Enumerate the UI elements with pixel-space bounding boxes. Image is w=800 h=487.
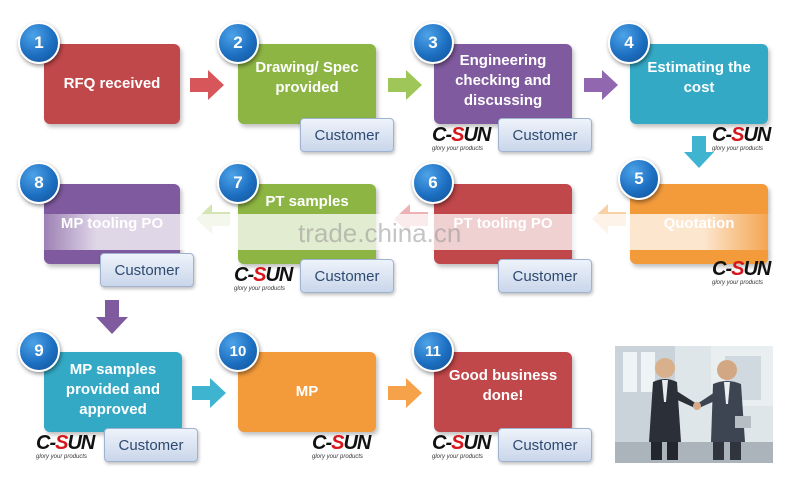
- step-9-box: MP samples provided and approved: [44, 352, 182, 432]
- step-2-line-1: Drawing/ Spec: [255, 59, 359, 76]
- step-6-number: 6: [412, 162, 454, 204]
- step-4-line-2: cost: [683, 79, 715, 96]
- step-2-box: Drawing/ Spec provided: [238, 44, 376, 124]
- step-8-number: 8: [18, 162, 60, 204]
- step-11-line-1: Good business: [448, 367, 558, 384]
- step-10-box: MP: [238, 352, 376, 432]
- step-3-line-2: checking and: [455, 72, 551, 89]
- step-3-number: 3: [412, 22, 454, 64]
- step-7-customer-tag: Customer: [300, 259, 394, 293]
- arrow-right-10-11: [388, 378, 422, 408]
- step-1-box: RFQ received: [44, 44, 180, 124]
- arrow-right-3-4: [584, 70, 618, 100]
- step-10-number: 10: [217, 330, 259, 372]
- step-9-number: 9: [18, 330, 60, 372]
- arrow-left-7-8: [196, 204, 230, 234]
- arrow-right-2-3: [388, 70, 422, 100]
- step-11-box: Good business done!: [434, 352, 572, 432]
- step-6-customer-tag: Customer: [498, 259, 592, 293]
- step-7-line-1: PT samples: [265, 193, 349, 210]
- step-7-csun-logo: C-SUN glory your products: [234, 264, 293, 292]
- step-4-line-1: Estimating the: [647, 59, 751, 76]
- step-9-csun-logo: C-SUN glory your products: [36, 432, 95, 460]
- watermark-text: trade.china.cn: [298, 218, 462, 248]
- step-9-line-1: MP samples: [69, 361, 157, 378]
- arrow-right-1-2: [190, 70, 224, 100]
- step-11-csun-logo: C-SUN glory your products: [432, 432, 491, 460]
- step-8-customer-tag: Customer: [100, 253, 194, 287]
- step-5-number: 5: [618, 158, 660, 200]
- arrow-right-9-10: [192, 378, 226, 408]
- step-10-csun-logo: C-SUN glory your products: [312, 432, 371, 460]
- step-3-line-3: discussing: [463, 92, 543, 109]
- step-9-customer-tag: Customer: [104, 428, 198, 462]
- step-9-line-2: provided and: [65, 381, 161, 398]
- step-3-box: Engineering checking and discussing: [434, 44, 572, 124]
- step-4-csun-logo: C-SUN glory your products: [712, 124, 771, 152]
- arrow-down-8-9: [96, 300, 128, 334]
- step-9-line-3: approved: [79, 401, 147, 418]
- step-4-box: Estimating the cost: [630, 44, 768, 124]
- step-2-customer-tag: Customer: [300, 118, 394, 152]
- arrow-down-4-5: [684, 136, 714, 168]
- step-2-number: 2: [217, 22, 259, 64]
- step-10-line-1: MP: [295, 383, 319, 400]
- handshake-photo: [615, 346, 773, 463]
- step-2-line-2: provided: [275, 79, 339, 96]
- step-8-box: MP tooling PO: [44, 184, 180, 264]
- step-3-csun-logo: C-SUN glory your products: [432, 124, 491, 152]
- step-5-line-1: Quotation: [663, 215, 735, 232]
- step-6-line-1: PT tooling PO: [453, 215, 553, 232]
- arrow-left-5-6: [592, 204, 626, 234]
- step-3-customer-tag: Customer: [498, 118, 592, 152]
- step-8-line-1: MP tooling PO: [60, 215, 164, 232]
- step-7-number: 7: [217, 162, 259, 204]
- step-11-customer-tag: Customer: [498, 428, 592, 462]
- step-5-csun-logo: C-SUN glory your products: [712, 258, 771, 286]
- step-4-number: 4: [608, 22, 650, 64]
- step-11-line-2: done!: [482, 387, 524, 404]
- step-1-line-1: RFQ received: [63, 75, 161, 92]
- step-3-line-1: Engineering: [459, 52, 547, 69]
- step-1-number: 1: [18, 22, 60, 64]
- step-11-number: 11: [412, 330, 454, 372]
